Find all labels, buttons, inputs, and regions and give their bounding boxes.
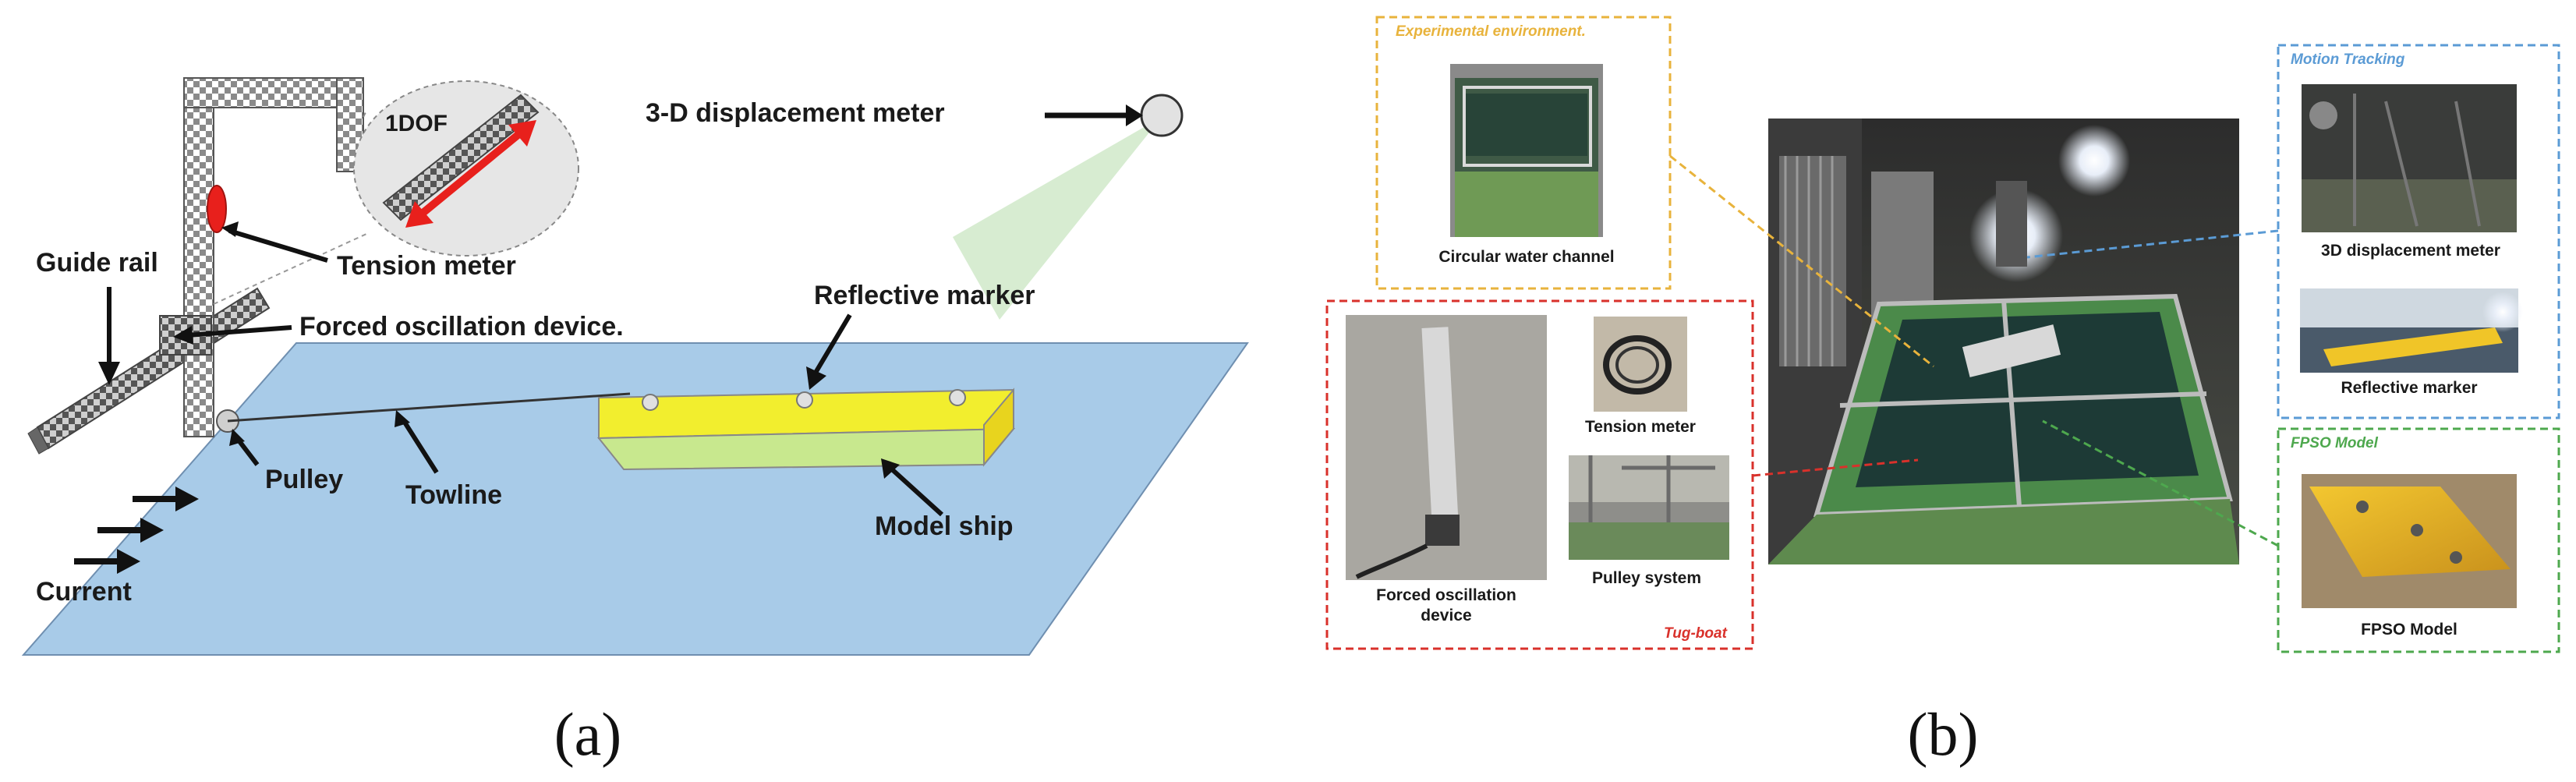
dof-double-arrow [405,120,536,228]
towline-label: Towline [405,480,502,510]
experimental-environment-title: Experimental environment. [1396,23,1586,40]
panel-b-caption: (b) [1908,700,1979,768]
tension-meter-sensor [207,185,227,233]
fpso-model-box [2277,427,2560,653]
vertical-post [183,77,214,437]
camera-view-cone [953,117,1162,320]
reflective-marker-photo-label: Reflective marker [2341,379,2477,397]
model-ship-label: Model ship [875,511,1014,541]
pulley-label: Pulley [265,465,343,494]
experimental-environment-box [1375,16,1672,290]
displacement-meter-photo-label: 3D displacement meter [2321,242,2500,260]
top-beam [183,77,364,108]
guide-rail-label: Guide rail [36,248,158,278]
reflective-marker-dot [642,394,659,411]
fpso-model-title: FPSO Model [2291,435,2379,451]
forced-oscillation-label-line1: Forced oscillation [1376,586,1516,604]
tension-meter-photo [1594,317,1687,412]
main-facility-photo [1768,119,2239,564]
towline [227,392,631,423]
dof-label: 1DOF [385,111,448,136]
displacement-meter-icon [1140,94,1184,137]
reflective-marker-label: Reflective marker [814,281,1035,310]
dof-rail [382,94,540,221]
model-ship [596,387,1016,471]
panel-b-photos: Experimental environment. Circular water… [1325,16,2560,768]
pulley-system-label: Pulley system [1592,569,1701,587]
panel-a-schematic: 1DOF 3-D displacement meter Tension mete… [21,77,1249,768]
forced-oscillation-label: Forced oscillation device. [299,312,624,341]
current-label: Current [36,577,132,607]
reflective-marker-dot [796,391,813,409]
circular-channel-label: Circular water channel [1438,248,1614,266]
forced-oscillation-label-line2: device [1421,607,1471,625]
displacement-meter-photo [2302,84,2517,232]
fpso-model-photo [2302,474,2517,608]
circular-channel-photo [1450,64,1603,237]
pulley-system-photo [1569,455,1729,560]
panel-a-caption: (a) [554,700,622,768]
forced-oscillation-photo [1346,315,1547,580]
motion-tracking-title: Motion Tracking [2291,51,2405,68]
tension-meter-photo-label: Tension meter [1585,418,1696,436]
tension-meter-label: Tension meter [337,251,516,281]
motion-tracking-box [2277,44,2560,419]
reflective-marker-dot [949,389,966,406]
tugboat-title: Tug-boat [1664,625,1728,642]
displacement-meter-label: 3-D displacement meter [646,98,945,128]
reflective-marker-photo [2300,288,2523,373]
fpso-model-photo-label: FPSO Model [2361,621,2457,639]
current-arrows [74,487,199,574]
